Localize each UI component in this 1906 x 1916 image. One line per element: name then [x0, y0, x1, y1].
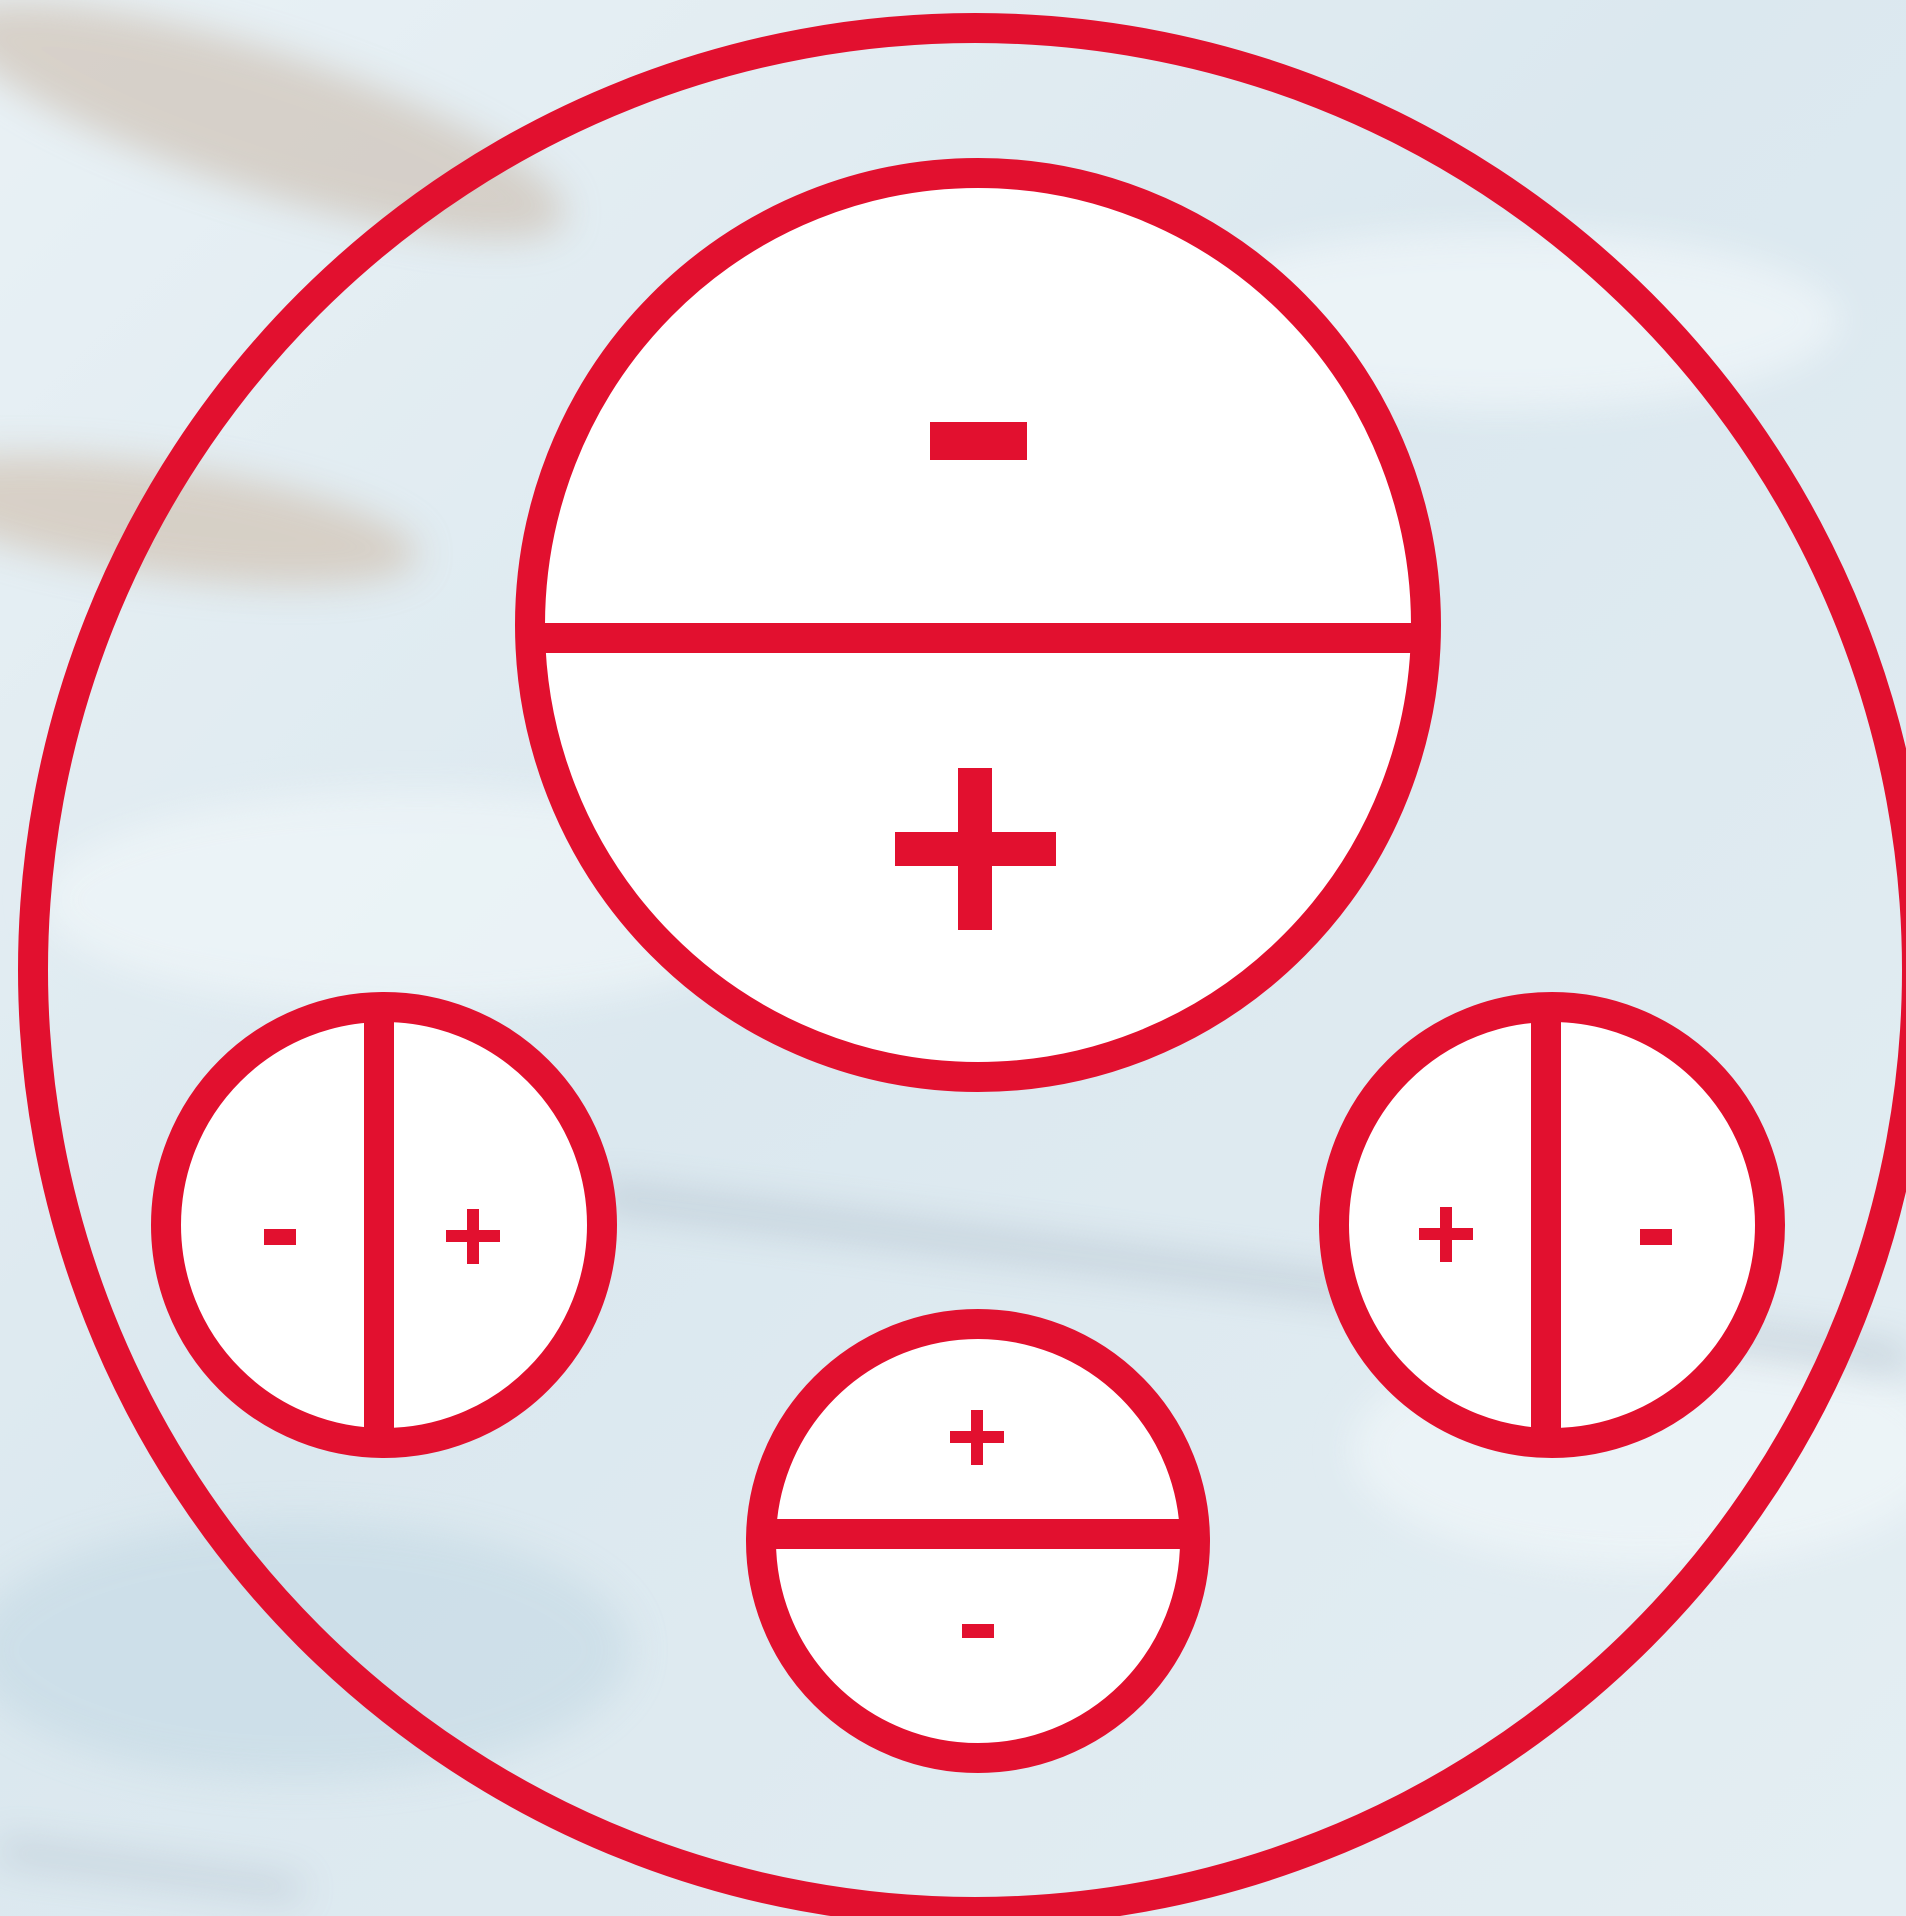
- top-lens: [530, 173, 1426, 1077]
- minus-sign: [930, 422, 1027, 460]
- plus-sign-stem: [958, 768, 992, 930]
- plus-sign-stem: [971, 1410, 983, 1465]
- minus-sign: [962, 1624, 994, 1638]
- minus-sign: [1640, 1229, 1672, 1245]
- plus-sign-stem: [1440, 1207, 1452, 1262]
- left-lens: [166, 1007, 602, 1443]
- minus-sign: [264, 1229, 296, 1245]
- bottom-lens: [761, 1324, 1195, 1758]
- plus-sign-stem: [467, 1209, 479, 1264]
- right-lens: [1334, 1007, 1770, 1443]
